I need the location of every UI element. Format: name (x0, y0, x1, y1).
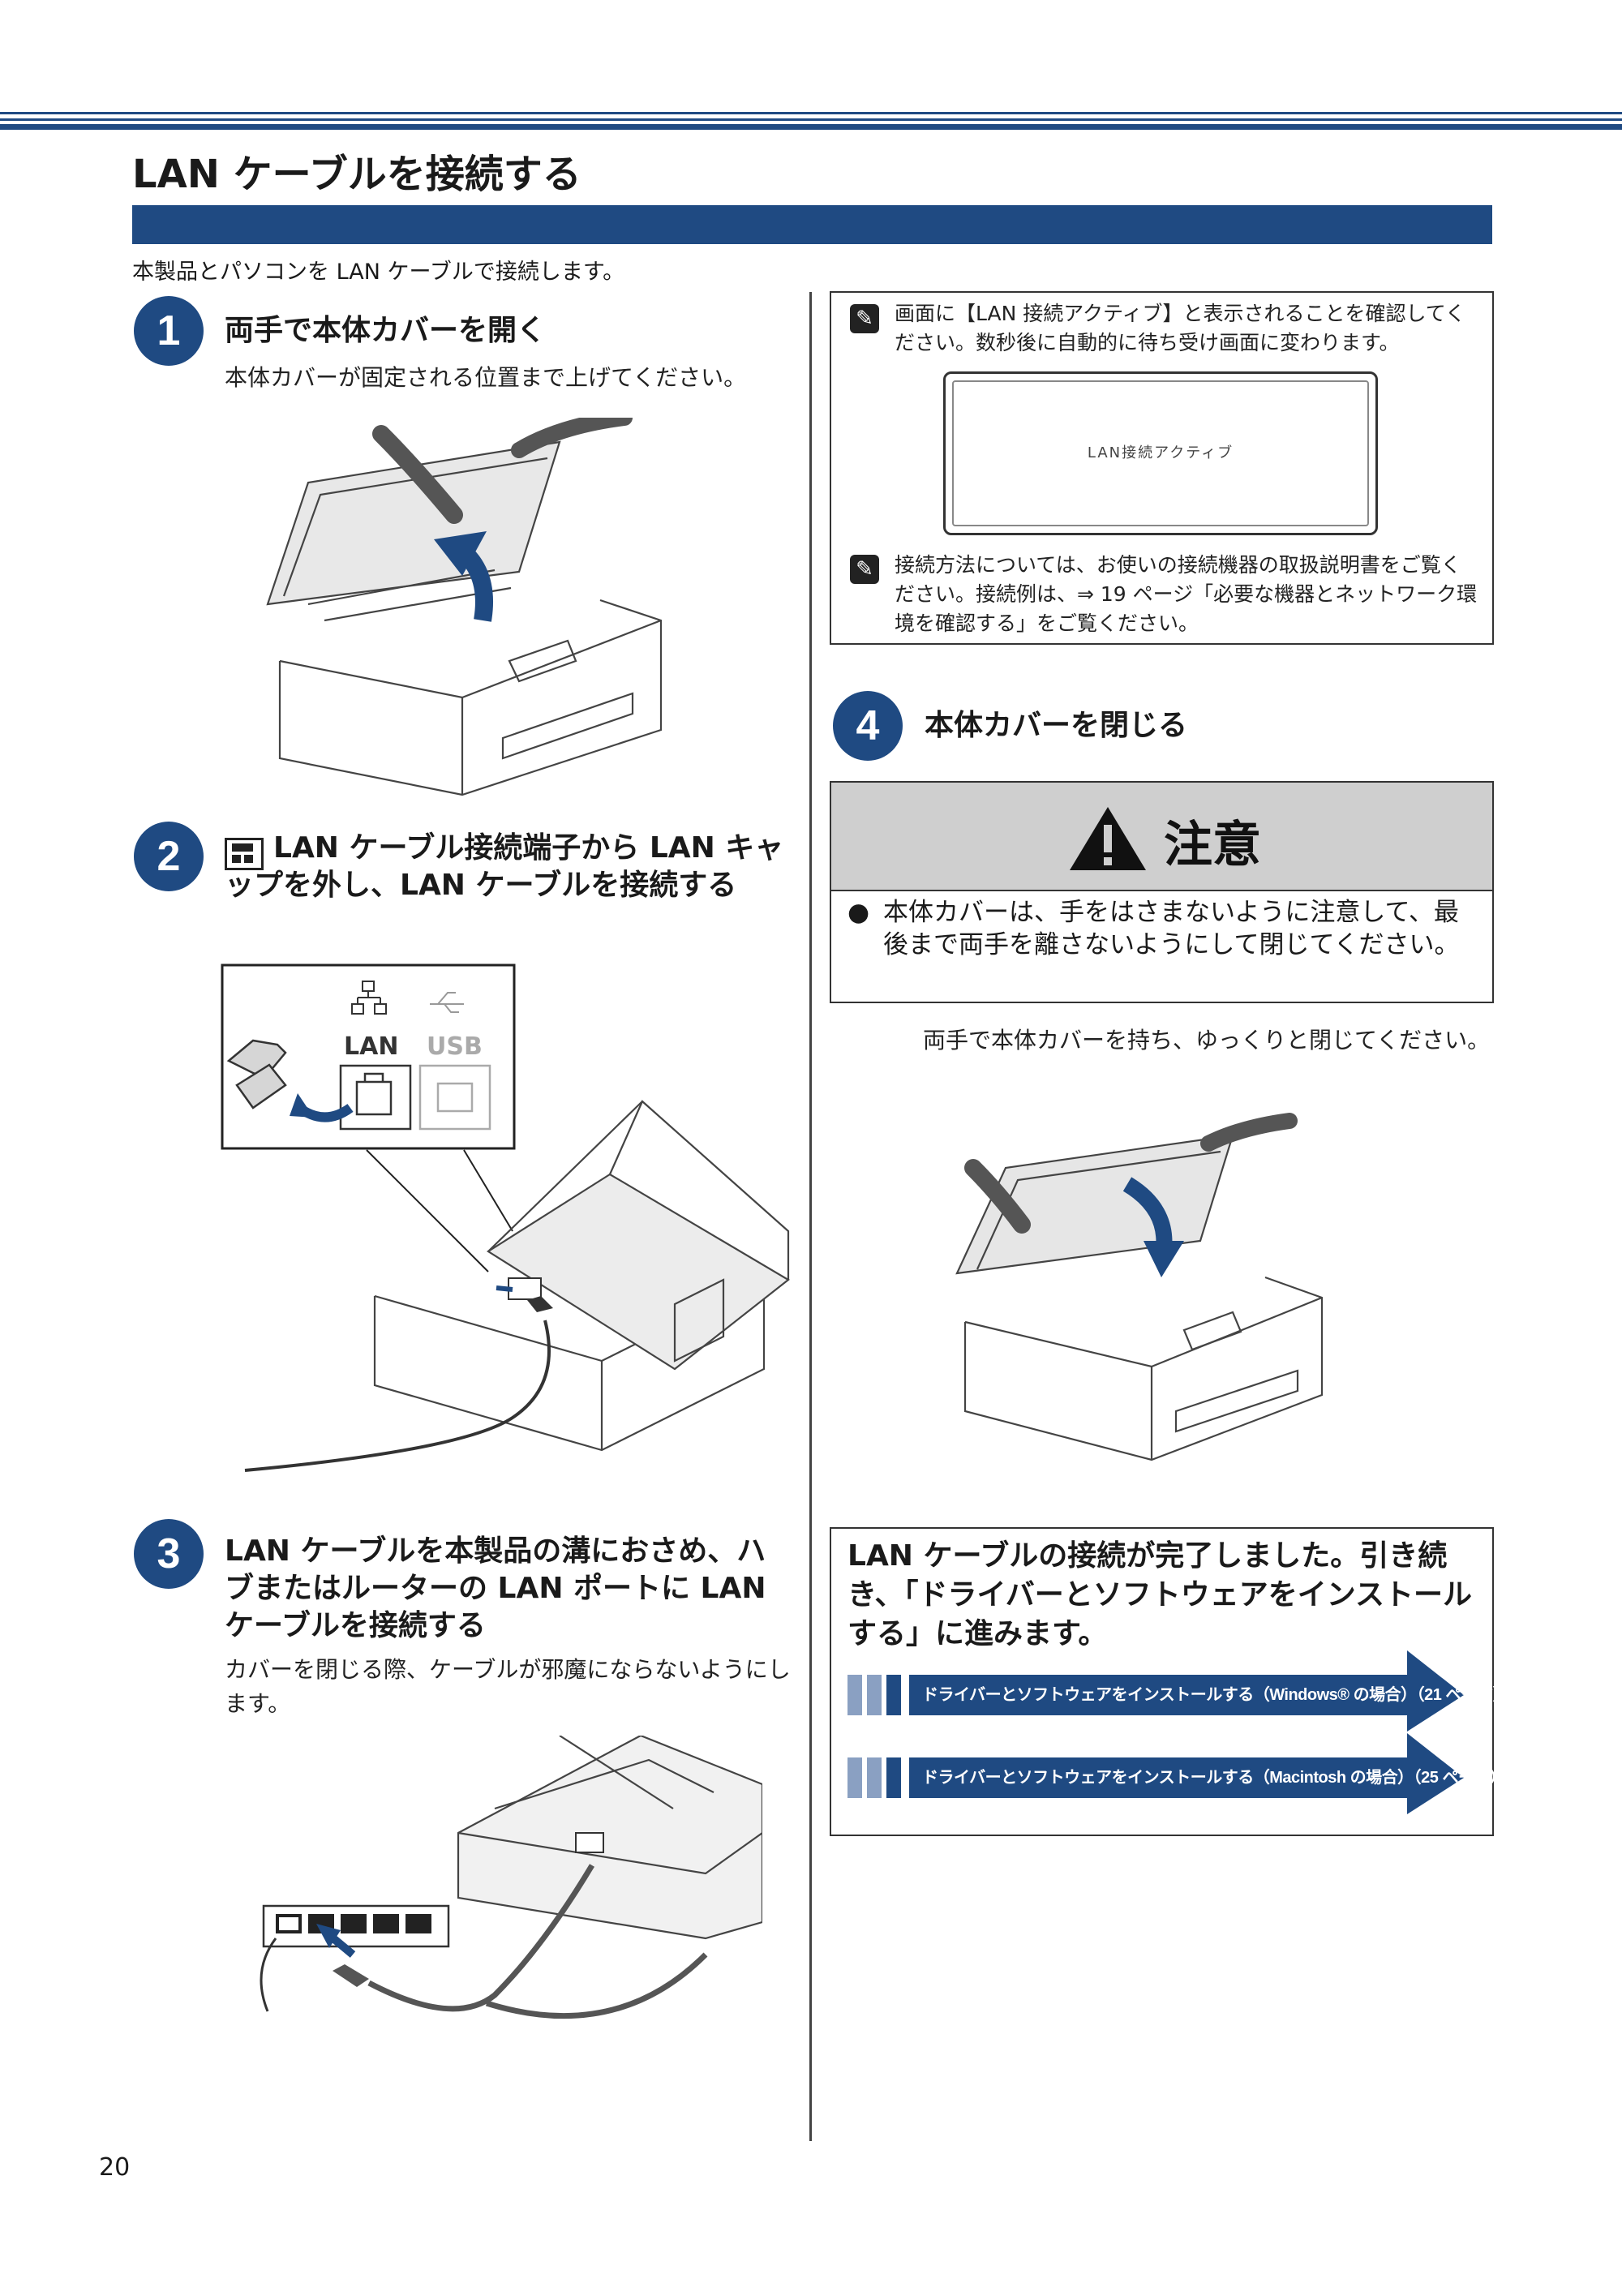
step-3-title: LAN ケーブルを本製品の溝におさめ、ハブまたはルーターの LAN ポートに L… (225, 1534, 766, 1642)
step-1-description: 本体カバーが固定される位置まで上げてください。 (225, 364, 747, 391)
step-3-badge: 3 (134, 1519, 204, 1589)
caution-body: ● 本体カバーは、手をはさまないように注意して、最後まで両手を離さないようにして… (847, 896, 1481, 961)
memo-icon: ✎ (850, 304, 879, 333)
step-1-title: 両手で本体カバーを開く (225, 314, 547, 347)
step-1-illustration (266, 418, 663, 796)
caution-header: 注意 (831, 783, 1492, 891)
header-rule-thin-1 (0, 112, 1622, 114)
link-arrow-macintosh[interactable] (847, 1733, 1464, 1814)
step-2-title: LAN ケーブル接続端子から LAN キャップを外し、LAN ケーブルを接続する (225, 831, 784, 902)
warning-triangle-icon (1070, 807, 1146, 870)
link-macintosh-label[interactable]: ドライバーとソフトウェアをインストールする（Macintosh の場合）（25 … (922, 1769, 1506, 1787)
header-rule-thick (0, 124, 1622, 130)
lcd-screen-text: LAN接続アクティブ (952, 380, 1369, 526)
step-4-title: 本体カバーを閉じる (925, 709, 1188, 742)
step-4-description: 両手で本体カバーを持ち、ゆっくりと閉じてください。 (923, 1027, 1491, 1054)
header-rule-thin-2 (0, 118, 1622, 121)
caution-bullet: ● (847, 898, 870, 927)
step-2-illustration: LAN USB (221, 963, 790, 1472)
step-4-badge: 4 (833, 691, 903, 761)
caution-text: 本体カバーは、手をはさまないように注意して、最後まで両手を離さないようにして閉じ… (883, 898, 1460, 959)
note-box: ✎ 画面に【LAN 接続アクティブ】と表示されることを確認してください。数秒後に… (830, 291, 1494, 645)
note-2-text: 接続方法については、お使いの接続機器の取扱説明書をご覧ください。接続例は、⇒ 1… (895, 553, 1478, 635)
page-title: LAN ケーブルを接続する (132, 152, 581, 197)
lcd-screen: LAN接続アクティブ (943, 371, 1378, 535)
memo-icon: ✎ (850, 555, 879, 584)
page-number: 20 (99, 2153, 131, 2182)
step-2-badge: 2 (134, 822, 204, 891)
caution-box: 注意 ● 本体カバーは、手をはさまないように注意して、最後まで両手を離さないよう… (830, 781, 1494, 1003)
completion-text: LAN ケーブルの接続が完了しました。引き続き、「ドライバーとソフトウェアをイン… (847, 1539, 1473, 1650)
inset-lan-label: LAN (344, 1032, 398, 1061)
step-3-illustration (260, 1736, 762, 2019)
inset-usb-label: USB (427, 1032, 483, 1061)
note-1-text: 画面に【LAN 接続アクティブ】と表示されることを確認してください。数秒後に自動… (895, 302, 1466, 354)
column-divider (809, 292, 812, 2141)
link-windows-label[interactable]: ドライバーとソフトウェアをインストールする（Windows® の場合）（21 ペ… (922, 1686, 1508, 1704)
step-4-illustration (955, 1113, 1324, 1461)
intro-text: 本製品とパソコンを LAN ケーブルで接続します。 (132, 260, 625, 285)
caution-title: 注意 (1164, 817, 1261, 873)
link-arrow-windows[interactable] (847, 1650, 1464, 1732)
step-1-badge: 1 (134, 296, 204, 366)
lan-port-icon (225, 838, 264, 870)
title-band (132, 205, 1492, 244)
step-3-description: カバーを閉じる際、ケーブルが邪魔にならないようにします。 (225, 1656, 791, 1717)
completion-box: LAN ケーブルの接続が完了しました。引き続き、「ドライバーとソフトウェアをイン… (830, 1527, 1508, 1836)
